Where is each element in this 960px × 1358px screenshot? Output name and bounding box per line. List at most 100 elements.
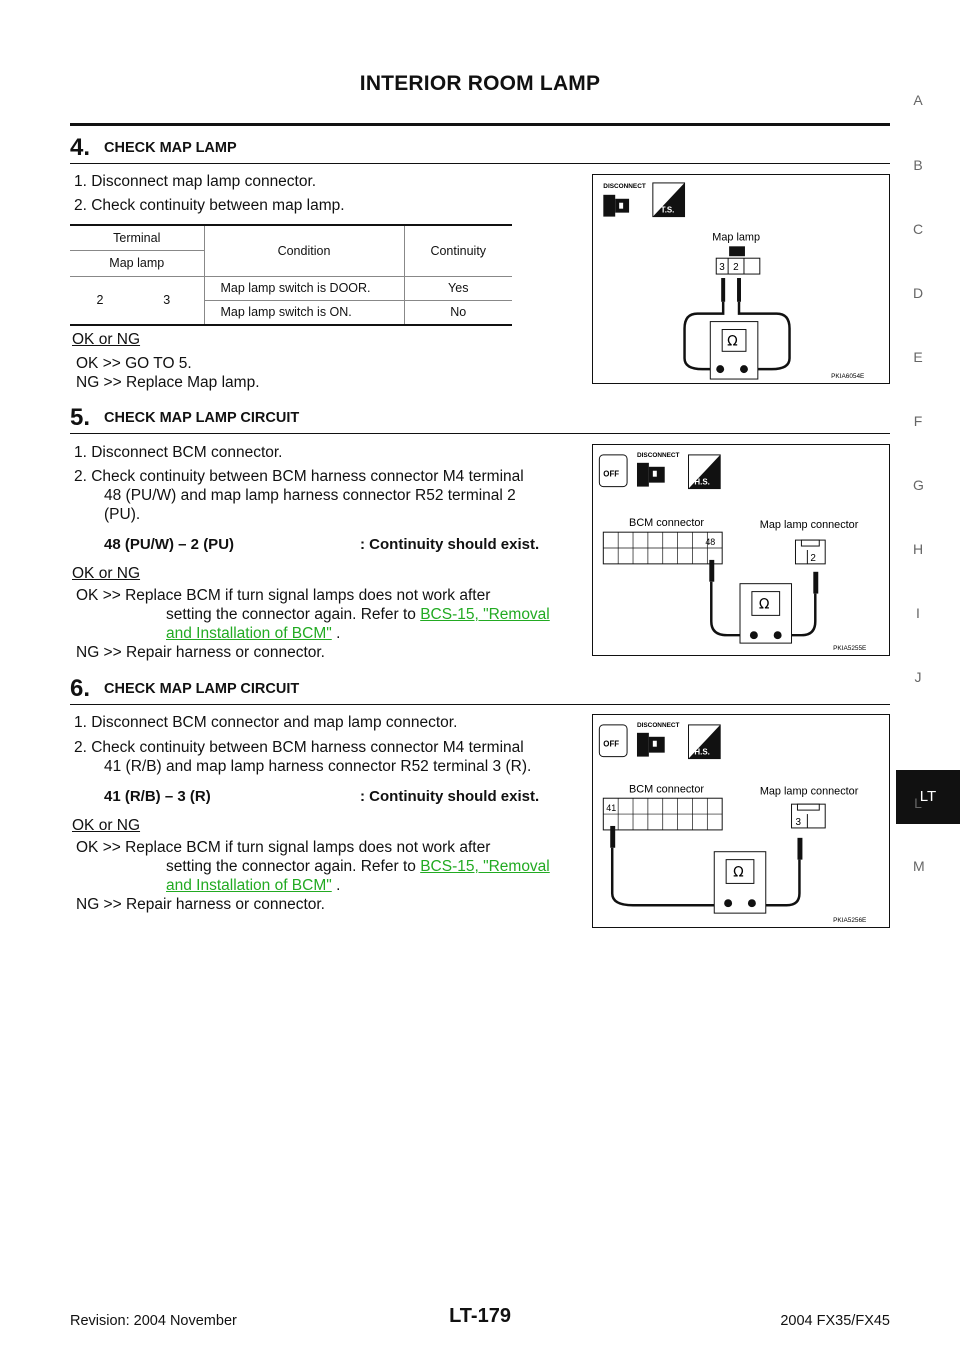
step-number: 5. <box>70 404 91 431</box>
step-item: 48 (PU/W) and map lamp harness connector… <box>104 487 516 504</box>
ng-line: NG >> Replace Map lamp. <box>76 374 260 391</box>
result-label: OK or NG <box>72 817 141 834</box>
table-header-maplamp: Map lamp <box>70 250 205 277</box>
side-index-d[interactable]: D <box>913 285 924 301</box>
svg-text:DISCONNECT: DISCONNECT <box>637 722 680 729</box>
spec-value: 41 (R/B) – 3 (R) <box>104 788 211 805</box>
svg-text:OFF: OFF <box>603 740 619 749</box>
connector-disconnect-icon <box>603 194 630 217</box>
footer-model: 2004 FX35/FX45 <box>780 1313 890 1329</box>
title-rule <box>70 123 890 126</box>
bcm-connector-label: BCM connector <box>629 783 704 795</box>
table-cell-continuity: Yes <box>404 276 512 301</box>
side-index-lt-active[interactable]: LT <box>896 770 960 824</box>
step-item: 1. Disconnect BCM connector and map lamp… <box>74 714 458 731</box>
figure-map-lamp: DISCONNECT T.S. Map lamp 3 2 Ω PKIA6054E <box>592 174 890 384</box>
table-cell-terminal-b: 3 <box>130 276 205 326</box>
side-index-b[interactable]: B <box>913 157 923 173</box>
table-cell-condition: Map lamp switch is DOOR. <box>204 276 405 301</box>
page-title: INTERIOR ROOM LAMP <box>359 72 601 95</box>
side-index-c[interactable]: C <box>913 221 924 237</box>
ng-line: NG >> Repair harness or connector. <box>76 896 325 913</box>
ignition-off-icon: OFF <box>598 454 628 488</box>
svg-text:H.S.: H.S. <box>694 748 709 757</box>
map-lamp-label: Map lamp <box>712 231 760 243</box>
step-item: 41 (R/B) and map lamp harness connector … <box>104 758 532 775</box>
figure-bcm-circuit-48: OFF DISCONNECT H.S. BCM connector 48 Map… <box>592 444 890 656</box>
step-item: 1. Disconnect map lamp connector. <box>74 173 317 190</box>
ok-line: OK >> Replace BCM if turn signal lamps d… <box>76 839 491 856</box>
footer-page-number: LT-179 <box>449 1305 511 1327</box>
ng-line: NG >> Repair harness or connector. <box>76 644 325 661</box>
side-index-l[interactable]: L <box>914 795 922 811</box>
figure-code: PKIA6054E <box>831 373 864 380</box>
step-title: CHECK MAP LAMP <box>104 140 237 156</box>
svg-text:DISCONNECT: DISCONNECT <box>637 452 680 459</box>
step-number: 6. <box>70 675 91 702</box>
reference-link[interactable]: BCS-15, "Removal <box>420 858 550 875</box>
svg-text:H.S.: H.S. <box>694 478 709 487</box>
step-number: 4. <box>70 134 91 161</box>
reference-link[interactable]: and Installation of BCM" <box>166 625 332 642</box>
step-item: 2. Check continuity between BCM harness … <box>74 468 524 485</box>
table-header-terminal: Terminal <box>70 225 205 251</box>
svg-text:Ω: Ω <box>759 596 770 612</box>
ok-line: OK >> GO TO 5. <box>76 355 192 372</box>
table-header-continuity: Continuity <box>404 225 512 277</box>
result-label: OK or NG <box>72 565 141 582</box>
svg-text:Ω: Ω <box>727 333 738 349</box>
svg-text:T.S.: T.S. <box>661 206 675 215</box>
side-index-i[interactable]: I <box>916 605 920 621</box>
step-item: 1. Disconnect BCM connector. <box>74 444 283 461</box>
map-lamp-connector <box>715 257 761 275</box>
spec-value: 48 (PU/W) – 2 (PU) <box>104 536 235 553</box>
svg-text:48: 48 <box>705 537 715 547</box>
svg-text:2: 2 <box>733 262 739 273</box>
svg-text:Ω: Ω <box>733 864 744 880</box>
table-cell-condition: Map lamp switch is ON. <box>204 300 405 326</box>
result-label: OK or NG <box>72 331 141 348</box>
figure-code: PKIA5256E <box>833 917 866 924</box>
spec-value: : Continuity should exist. <box>360 788 540 805</box>
step-5-header: 5. CHECK MAP LAMP CIRCUIT <box>70 398 890 434</box>
reference-link[interactable]: BCS-15, "Removal <box>420 606 550 623</box>
continuity-table: Terminal Condition Continuity Map lamp 2… <box>70 224 512 326</box>
map-lamp-connector-label: Map lamp connector <box>760 519 859 531</box>
side-index-h[interactable]: H <box>913 541 924 557</box>
bcm-connector-label: BCM connector <box>629 517 704 529</box>
side-index-j[interactable]: J <box>914 669 922 685</box>
step-title: CHECK MAP LAMP CIRCUIT <box>104 681 300 697</box>
side-index-g[interactable]: G <box>913 477 924 493</box>
ok-line: OK >> Replace BCM if turn signal lamps d… <box>76 587 491 604</box>
figure-code: PKIA5255E <box>833 645 866 652</box>
table-cell-terminal-a: 2 <box>70 276 130 326</box>
ok-continuation: setting the connector again. Refer to <box>166 606 416 623</box>
side-index-f[interactable]: F <box>913 413 923 429</box>
reference-link[interactable]: and Installation of BCM" <box>166 877 332 894</box>
step-item: 2. Check continuity between BCM harness … <box>74 739 524 756</box>
connector-disconnect-icon <box>636 732 665 757</box>
table-header-condition: Condition <box>204 225 405 277</box>
map-lamp-connector-label: Map lamp connector <box>760 785 859 797</box>
step-item: (PU). <box>104 506 141 523</box>
side-index-m[interactable]: M <box>913 858 925 874</box>
step-item: 2. Check continuity between map lamp. <box>74 197 345 214</box>
ignition-off-icon: OFF <box>598 724 628 758</box>
svg-text:3: 3 <box>719 262 725 273</box>
side-index-e[interactable]: E <box>913 349 923 365</box>
spec-value: : Continuity should exist. <box>360 536 540 553</box>
disconnect-label: DISCONNECT <box>603 183 646 190</box>
svg-text:41: 41 <box>606 803 616 813</box>
step-6-header: 6. CHECK MAP LAMP CIRCUIT <box>70 669 890 705</box>
figure-bcm-circuit-41: OFF DISCONNECT H.S. BCM connector 41 Map… <box>592 714 890 928</box>
table-cell-continuity: No <box>404 300 512 326</box>
step-title: CHECK MAP LAMP CIRCUIT <box>104 410 300 426</box>
svg-text:3: 3 <box>795 817 801 828</box>
ok-continuation: setting the connector again. Refer to <box>166 858 416 875</box>
footer-revision: Revision: 2004 November <box>70 1313 237 1329</box>
step-4-header: 4. CHECK MAP LAMP <box>70 128 890 164</box>
side-index-a[interactable]: A <box>913 92 923 108</box>
svg-text:OFF: OFF <box>603 470 619 479</box>
svg-text:2: 2 <box>810 553 816 564</box>
connector-disconnect-icon <box>636 462 665 487</box>
